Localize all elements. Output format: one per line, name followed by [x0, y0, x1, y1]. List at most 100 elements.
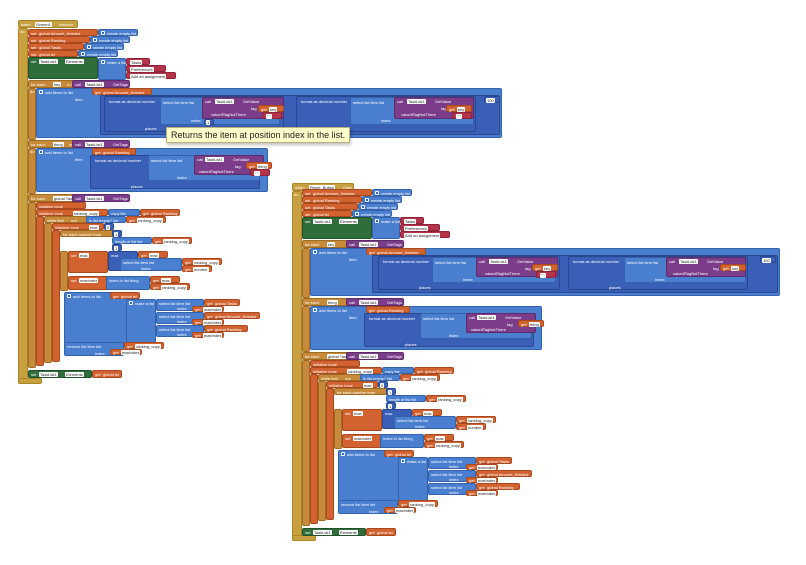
r-get-key-2[interactable]: get key: [720, 264, 746, 271]
get-ranking-copy-5[interactable]: get ranking_copy: [124, 342, 164, 349]
r-text-tasks[interactable]: Tasks: [400, 217, 424, 224]
get-key-2[interactable]: get key: [446, 105, 472, 112]
r-get-number[interactable]: get number: [456, 423, 486, 430]
r-set-max[interactable]: set max: [342, 409, 382, 431]
r-text-preferences[interactable]: Preferences: [400, 224, 440, 231]
r-for-number[interactable]: for each number from: [334, 388, 394, 395]
r-select-tasks[interactable]: select list item list index: [428, 457, 476, 469]
r-set-lst[interactable]: set global lst: [302, 210, 352, 217]
make-a-list[interactable]: make a list: [98, 58, 126, 80]
gear-icon[interactable]: [401, 459, 405, 463]
set-tasklist-elements[interactable]: set TaskList1 Elements: [28, 57, 98, 79]
r-make-a-list[interactable]: make a list: [372, 217, 400, 239]
r-call-gettags-2[interactable]: call TaskList1 GetTags: [346, 298, 404, 306]
r-create-empty-2[interactable]: create empty list: [362, 196, 402, 203]
text-empty-3[interactable]: " ": [250, 169, 270, 176]
r-create-empty-4[interactable]: create empty list: [352, 210, 392, 217]
get-maxindex-3[interactable]: get maxIndex: [192, 332, 224, 338]
r-copy-list[interactable]: copy list: [382, 367, 414, 374]
r-get-ranking-copy-4[interactable]: get ranking_copy: [424, 441, 464, 448]
create-empty-list-3[interactable]: create empty list: [84, 43, 124, 50]
get-lst-1[interactable]: get global lst: [110, 292, 140, 299]
init-local-maxindex[interactable]: initialize local: [36, 202, 86, 209]
get-max-2[interactable]: get max: [150, 276, 180, 283]
r-getvalue-2[interactable]: call TaskList1 GetValue tag valueIfTagNo…: [666, 257, 746, 277]
number-0[interactable]: 0: [104, 223, 114, 230]
gear-icon[interactable]: [375, 219, 379, 223]
r-get-thing[interactable]: get thing: [518, 320, 544, 327]
gear-icon[interactable]: [313, 308, 317, 312]
gear-icon[interactable]: [341, 452, 345, 456]
r-get-ranking-copy-5[interactable]: get ranking_copy: [398, 500, 438, 507]
create-empty-list-1[interactable]: create empty list: [98, 29, 138, 36]
r-create-empty-3[interactable]: create empty list: [358, 203, 398, 210]
create-empty-list-2[interactable]: create empty list: [90, 36, 130, 43]
r-number-100[interactable]: 100: [760, 256, 776, 263]
create-empty-list-4[interactable]: create empty list: [78, 50, 118, 57]
number-index-1[interactable]: 1: [204, 119, 214, 125]
r-get-max-1[interactable]: get max: [412, 409, 442, 416]
gear-icon[interactable]: [365, 198, 369, 202]
set-tasks[interactable]: set global Tasks: [28, 43, 84, 50]
r-call-gettags-1[interactable]: call TaskList1 GetTags: [346, 240, 404, 248]
r-get-key-1[interactable]: get key: [532, 264, 558, 271]
index-in-list[interactable]: index in list thing: [106, 276, 150, 290]
get-max-1[interactable]: get max: [138, 251, 168, 258]
gear-icon[interactable]: [81, 52, 85, 56]
get-maxindex-4[interactable]: get maxIndex: [110, 349, 142, 355]
get-ranking-2[interactable]: get global Ranking: [140, 209, 180, 216]
number-100[interactable]: 100: [484, 96, 500, 103]
set-tasklist-elements-final[interactable]: set TaskList1 Elements: [28, 370, 92, 378]
get-amount-finished-1[interactable]: get global Amount_finished: [92, 88, 152, 95]
r-make-a-list-2[interactable]: make a list: [398, 457, 428, 501]
set-lst[interactable]: set global lst: [28, 50, 78, 57]
get-ranking-copy-1[interactable]: get ranking_copy: [126, 216, 166, 223]
r-create-empty-1[interactable]: create empty list: [372, 189, 412, 196]
get-key-1[interactable]: get key: [258, 105, 284, 112]
r-get-ranking-copy-2[interactable]: get ranking_copy: [426, 395, 466, 402]
r-set-amount[interactable]: set global Amount_finished: [302, 189, 372, 196]
r-is-empty[interactable]: is list empty? list: [360, 374, 400, 381]
length-of-list[interactable]: length of list list: [112, 237, 152, 244]
r-text-empty-1[interactable]: " ": [536, 271, 556, 278]
get-ranking-copy-2[interactable]: get ranking_copy: [152, 237, 192, 244]
for-each-number[interactable]: for each number from: [60, 230, 120, 237]
text-empty-1[interactable]: " ": [262, 112, 282, 119]
text-add-assignment[interactable]: Add an assignment: [126, 72, 176, 79]
get-ranking-copy-3[interactable]: get ranking_copy: [182, 258, 222, 265]
is-list-empty[interactable]: is list empty? list: [86, 216, 126, 223]
r-number-0[interactable]: 0: [378, 381, 388, 388]
get-thing-1[interactable]: get thing: [246, 162, 272, 169]
number-from-1[interactable]: 1: [112, 230, 122, 237]
text-preferences[interactable]: Preferences: [126, 65, 166, 72]
call-tasklist-gettags-3[interactable]: call TaskList1 GetTags: [72, 194, 130, 202]
call-tasklist-gettags-2[interactable]: call TaskList1 GetTags: [72, 140, 130, 148]
r-length-list[interactable]: length of list list: [386, 395, 426, 402]
r-get-max-2[interactable]: get max: [424, 434, 454, 441]
r-text-add-assignment[interactable]: Add an assignment: [400, 231, 450, 238]
r-set-ranking[interactable]: set global Ranking: [302, 196, 362, 203]
call-tasklist-gettags-1[interactable]: call TaskList1 GetTags: [72, 80, 130, 88]
get-maxindex-1[interactable]: get maxIndex: [192, 306, 224, 312]
set-ranking[interactable]: set global Ranking: [28, 36, 90, 43]
gear-icon[interactable]: [39, 150, 43, 154]
make-a-list-2[interactable]: make a list: [126, 299, 156, 343]
r-get-ranking-copy-3[interactable]: get ranking_copy: [456, 416, 496, 423]
r-get-ranking-1[interactable]: get global Ranking: [366, 306, 410, 313]
r-set-tasks[interactable]: set global Tasks: [302, 203, 358, 210]
add-items-to-list-3[interactable]: add items to list: [64, 292, 128, 344]
event-component[interactable]: Screen1: [35, 22, 52, 27]
set-max[interactable]: set max: [68, 251, 108, 273]
r-add-items-3[interactable]: add items to list: [338, 450, 402, 502]
copy-list[interactable]: copy list: [108, 209, 140, 216]
r-get-ranking-2[interactable]: get global Ranking: [414, 367, 454, 374]
r-get-ranking-copy-1[interactable]: get ranking_copy: [400, 374, 440, 381]
remove-list-item[interactable]: remove list item list index: [64, 342, 124, 356]
r-number-by[interactable]: 1: [386, 402, 396, 409]
gear-icon[interactable]: [101, 60, 105, 64]
r-select-amount[interactable]: select list item list index: [428, 470, 476, 482]
r-call-gettags-3[interactable]: call TaskList1 GetTags: [346, 352, 404, 360]
r-index-in-list[interactable]: index in list thing: [380, 434, 424, 448]
r-init-ranking-copy[interactable]: initialize local ranking_copy: [310, 367, 382, 374]
